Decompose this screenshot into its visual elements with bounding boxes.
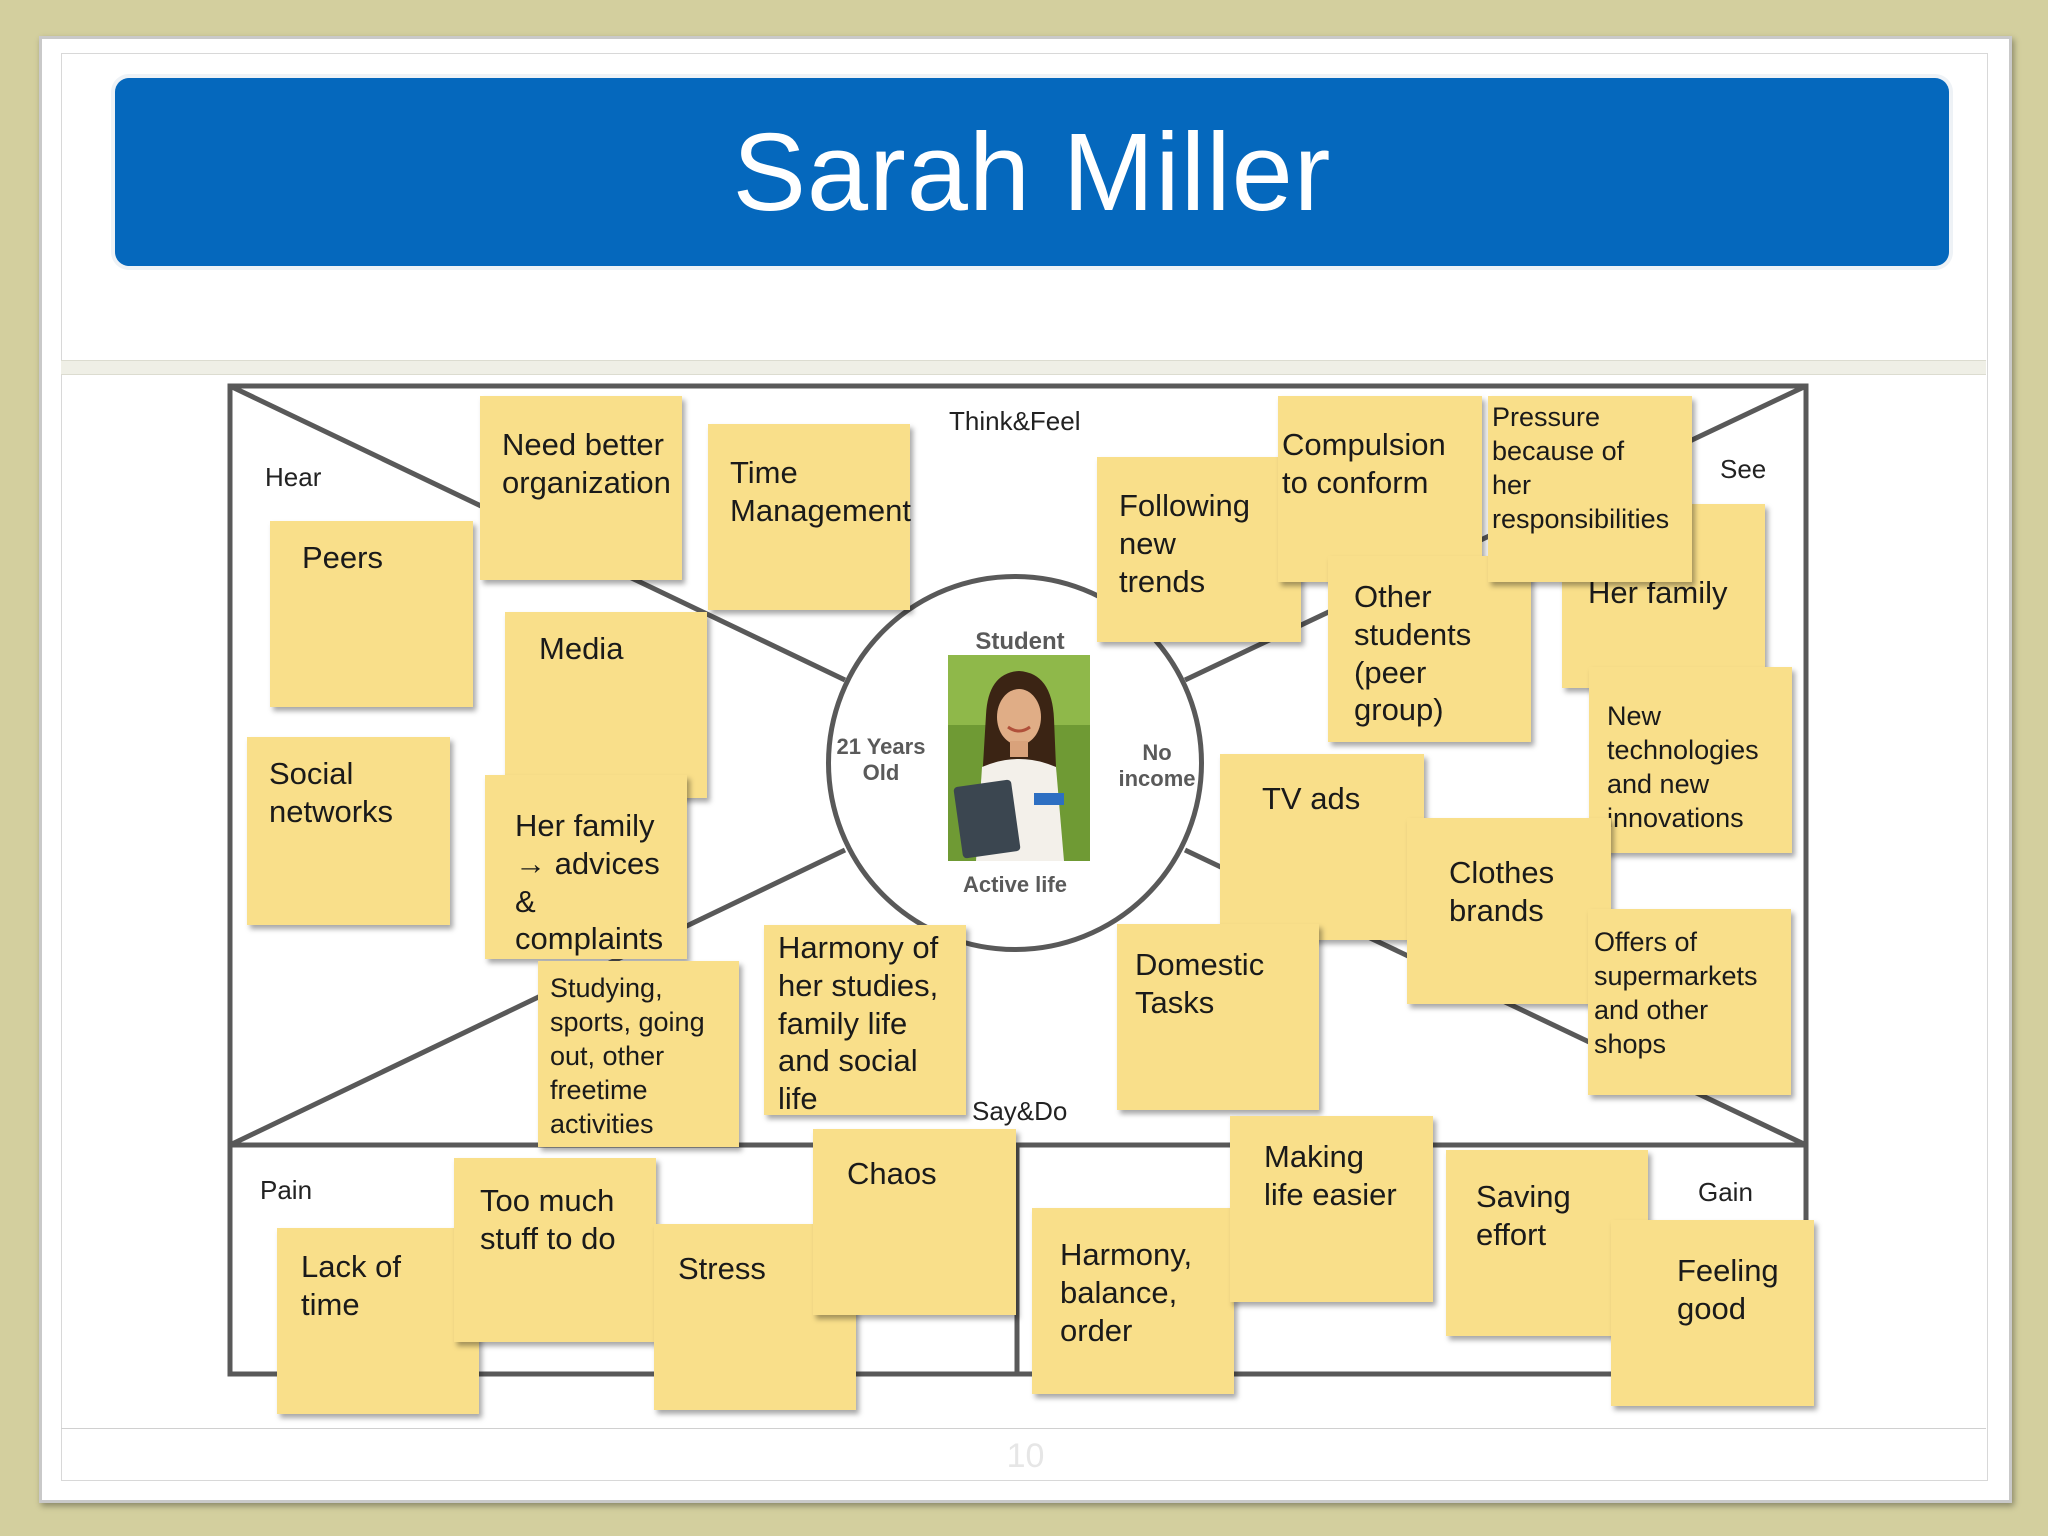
- note-studying: Studying, sports, going out, other freet…: [538, 961, 739, 1147]
- note-following-trends: Following new trends: [1097, 457, 1301, 642]
- note-peers: Peers: [270, 521, 473, 707]
- note-feeling-good: Feeling good: [1611, 1220, 1814, 1406]
- note-tv-ads: TV ads: [1220, 754, 1424, 940]
- note-lack-of-time: Lack of time: [277, 1228, 479, 1414]
- see-label: See: [1720, 454, 1767, 484]
- footer-divider: [61, 1428, 1986, 1429]
- note-domestic-tasks: Domestic Tasks: [1117, 924, 1319, 1110]
- note-clothes-brands: Clothes brands: [1407, 818, 1611, 1004]
- note-harmony-balance: Harmony, balance, order: [1032, 1208, 1234, 1394]
- gain-label: Gain: [1698, 1177, 1753, 1207]
- note-harmony-studies: Harmony of her studies, family life and …: [764, 925, 966, 1116]
- header-separator: [61, 360, 1986, 375]
- think-feel-label: Think&Feel: [949, 406, 1081, 436]
- note-too-much: Too much stuff to do: [454, 1158, 656, 1342]
- note-social-networks: Social networks: [247, 737, 450, 925]
- note-media: Media: [505, 612, 707, 798]
- title-banner: Sarah Miller: [115, 78, 1949, 266]
- note-compulsion: Compulsion to conform: [1278, 396, 1482, 582]
- slide-inner-frame: [61, 53, 1988, 1481]
- page-title: Sarah Miller: [732, 110, 1332, 234]
- note-chaos: Chaos: [813, 1129, 1016, 1315]
- note-pressure: Pressure because of her responsibilities: [1488, 396, 1692, 582]
- persona-income: No income: [1118, 740, 1196, 791]
- persona-role: Student: [975, 628, 1065, 655]
- note-family-advices: Her family → advices & complaints: [485, 775, 687, 959]
- woman-photo-icon: [948, 655, 1090, 861]
- note-making-easier: Making life easier: [1230, 1116, 1433, 1302]
- diagonal-bottom-left: [228, 847, 847, 1148]
- persona-lifestyle: Active life: [963, 872, 1067, 897]
- page-number: 10: [1006, 1437, 1045, 1475]
- note-time-management: Time Management: [708, 424, 911, 610]
- hear-label: Hear: [265, 462, 322, 492]
- say-do-label: Say&Do: [972, 1096, 1068, 1126]
- note-need-organization: Need better organization: [480, 396, 682, 580]
- persona-age: 21 Years Old: [836, 734, 926, 785]
- persona-photo: [948, 655, 1090, 861]
- note-other-students: Other students (peer group): [1328, 556, 1531, 742]
- note-offers: Offers of supermarkets and other shops: [1588, 909, 1791, 1095]
- pain-label: Pain: [260, 1175, 313, 1205]
- note-new-technologies: New technologies and new innovations: [1589, 667, 1792, 853]
